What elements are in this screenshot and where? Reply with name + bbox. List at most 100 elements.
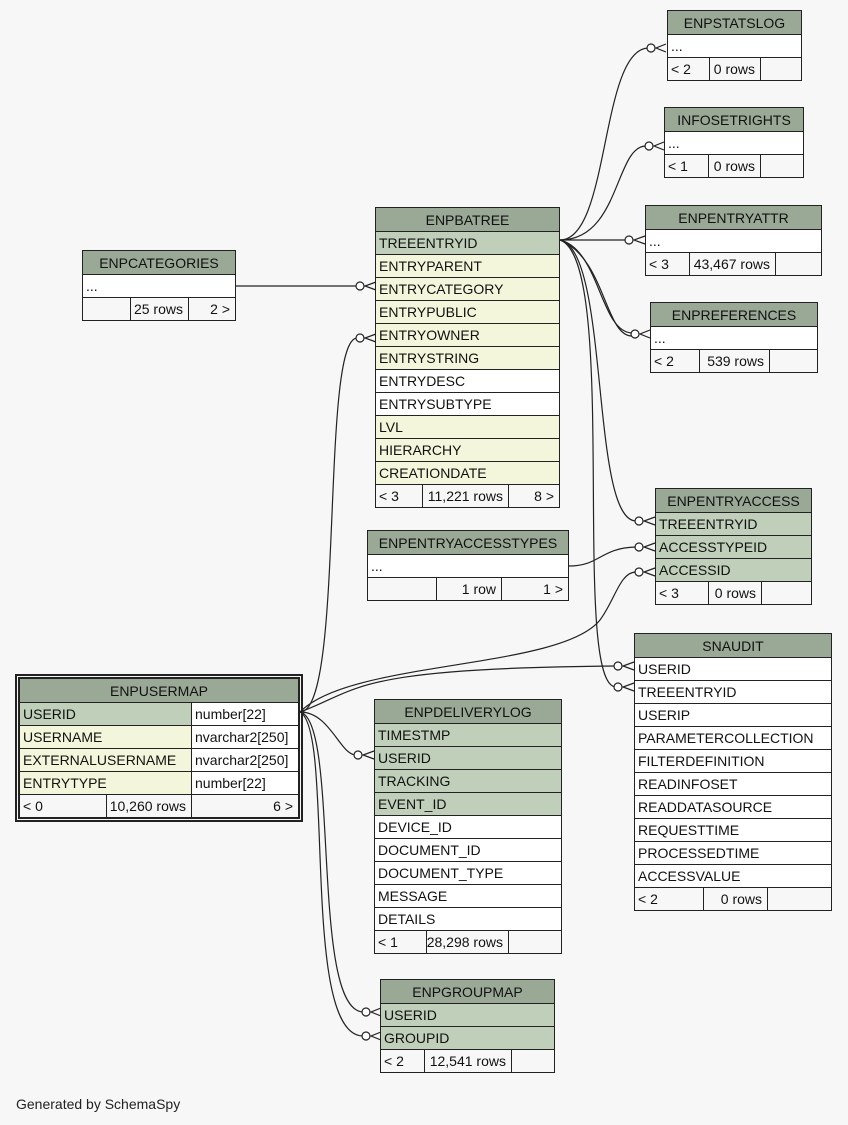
table-title[interactable]: ENPCATEGORIES [83,251,235,274]
column-row[interactable]: ACCESSTYPEID [656,535,811,558]
parents-count[interactable]: 1 > [501,578,568,600]
column-row[interactable]: TIMESTMP [375,723,561,746]
children-count[interactable]: < 3 [376,485,422,507]
row-count[interactable]: 0 rows [709,58,760,80]
table-title[interactable]: ENPENTRYATTR [646,206,821,229]
table-title[interactable]: ENPSTATSLOG [668,11,801,34]
column-row[interactable]: PROCESSEDTIME [635,841,831,864]
column-row[interactable]: ENTRYCATEGORY [376,277,559,300]
row-count[interactable]: 0 rows [708,155,760,177]
column-row[interactable]: TREEENTRYID [635,680,831,703]
children-count[interactable]: < 2 [668,58,709,80]
column-row[interactable]: REQUESTTIME [635,818,831,841]
parents-count[interactable] [775,253,821,275]
parents-count[interactable] [761,582,811,604]
row-count[interactable]: 11,221 rows [422,485,508,507]
parents-count[interactable]: 2 > [188,298,235,320]
table-title[interactable]: ENPUSERMAP [20,679,298,702]
children-count[interactable]: < 0 [20,795,106,817]
row-count[interactable]: 10,260 rows [106,795,191,817]
table-title[interactable]: ENPBATREE [376,208,559,231]
parents-count[interactable] [508,931,561,953]
column-row[interactable]: ENTRYSTRING [376,346,559,369]
column-row[interactable]: ACCESSID [656,558,811,581]
children-count[interactable] [368,578,436,600]
row-count[interactable]: 0 rows [708,582,761,604]
collapsed-columns-row[interactable]: ... [668,34,801,57]
column-row[interactable]: ENTRYDESC [376,369,559,392]
column-row[interactable]: TREEENTRYID [376,231,559,254]
parents-count[interactable] [760,155,803,177]
children-count[interactable]: < 1 [375,931,426,953]
row-count[interactable]: 25 rows [130,298,188,320]
column-row[interactable]: FILTERDEFINITION [635,749,831,772]
column-row[interactable]: USERIP [635,703,831,726]
column-row[interactable]: ENTRYOWNER [376,323,559,346]
column-row[interactable]: LVL [376,415,559,438]
column-row[interactable]: USERID [635,657,831,680]
collapsed-columns-row[interactable]: ... [651,326,817,349]
row-count[interactable]: 28,298 rows [426,931,508,953]
column-row[interactable]: ACCESSVALUE [635,864,831,887]
row-count[interactable]: 0 rows [703,888,767,910]
collapsed-columns-row[interactable]: ... [665,131,803,154]
column-row[interactable]: READINFOSET [635,772,831,795]
row-count[interactable]: 43,467 rows [689,253,775,275]
collapsed-columns-row[interactable]: ... [368,554,568,577]
table-title[interactable]: ENPGROUPMAP [381,980,554,1003]
column-row[interactable]: ENTRYSUBTYPE [376,392,559,415]
parents-count[interactable] [769,350,817,372]
parents-count[interactable] [511,1050,554,1072]
column-row[interactable]: ENTRYPARENT [376,254,559,277]
column-row[interactable]: HIERARCHY [376,438,559,461]
parents-count[interactable]: 8 > [508,485,559,507]
column-row[interactable]: TREEENTRYID [656,512,811,535]
column-row[interactable]: USERID [381,1003,554,1026]
column-row[interactable]: DOCUMENT_TYPE [375,861,561,884]
table-title[interactable]: INFOSETRIGHTS [665,108,803,131]
parents-count[interactable] [760,58,801,80]
collapsed-columns-row[interactable]: ... [83,274,235,297]
table-title[interactable]: ENPENTRYACCESS [656,489,811,512]
column-row[interactable]: USERID [375,746,561,769]
column-row[interactable]: READDATASOURCE [635,795,831,818]
row-count[interactable]: 12,541 rows [424,1050,511,1072]
table-title[interactable]: ENPREFERENCES [651,303,817,326]
table-title[interactable]: ENPDELIVERYLOG [375,700,561,723]
parents-count[interactable]: 6 > [191,795,298,817]
column-row[interactable]: PARAMETERCOLLECTION [635,726,831,749]
table-title[interactable]: ENPENTRYACCESSTYPES [368,531,568,554]
column-row[interactable]: EVENT_ID [375,792,561,815]
row-count[interactable]: 539 rows [699,350,769,372]
column-row[interactable]: MESSAGE [375,884,561,907]
children-count[interactable]: < 2 [651,350,699,372]
children-count[interactable]: < 3 [656,582,708,604]
children-count[interactable]: < 3 [646,253,689,275]
parents-count[interactable] [767,888,831,910]
collapsed-columns-row[interactable]: ... [646,229,821,252]
column-row[interactable]: DETAILS [375,907,561,930]
children-count[interactable]: < 2 [635,888,703,910]
children-count[interactable]: < 1 [665,155,708,177]
children-count[interactable] [83,298,130,320]
children-count[interactable]: < 2 [381,1050,424,1072]
column-row[interactable]: DOCUMENT_ID [375,838,561,861]
table-title[interactable]: SNAUDIT [635,634,831,657]
column-row[interactable]: CREATIONDATE [376,461,559,484]
column-row[interactable]: TRACKING [375,769,561,792]
